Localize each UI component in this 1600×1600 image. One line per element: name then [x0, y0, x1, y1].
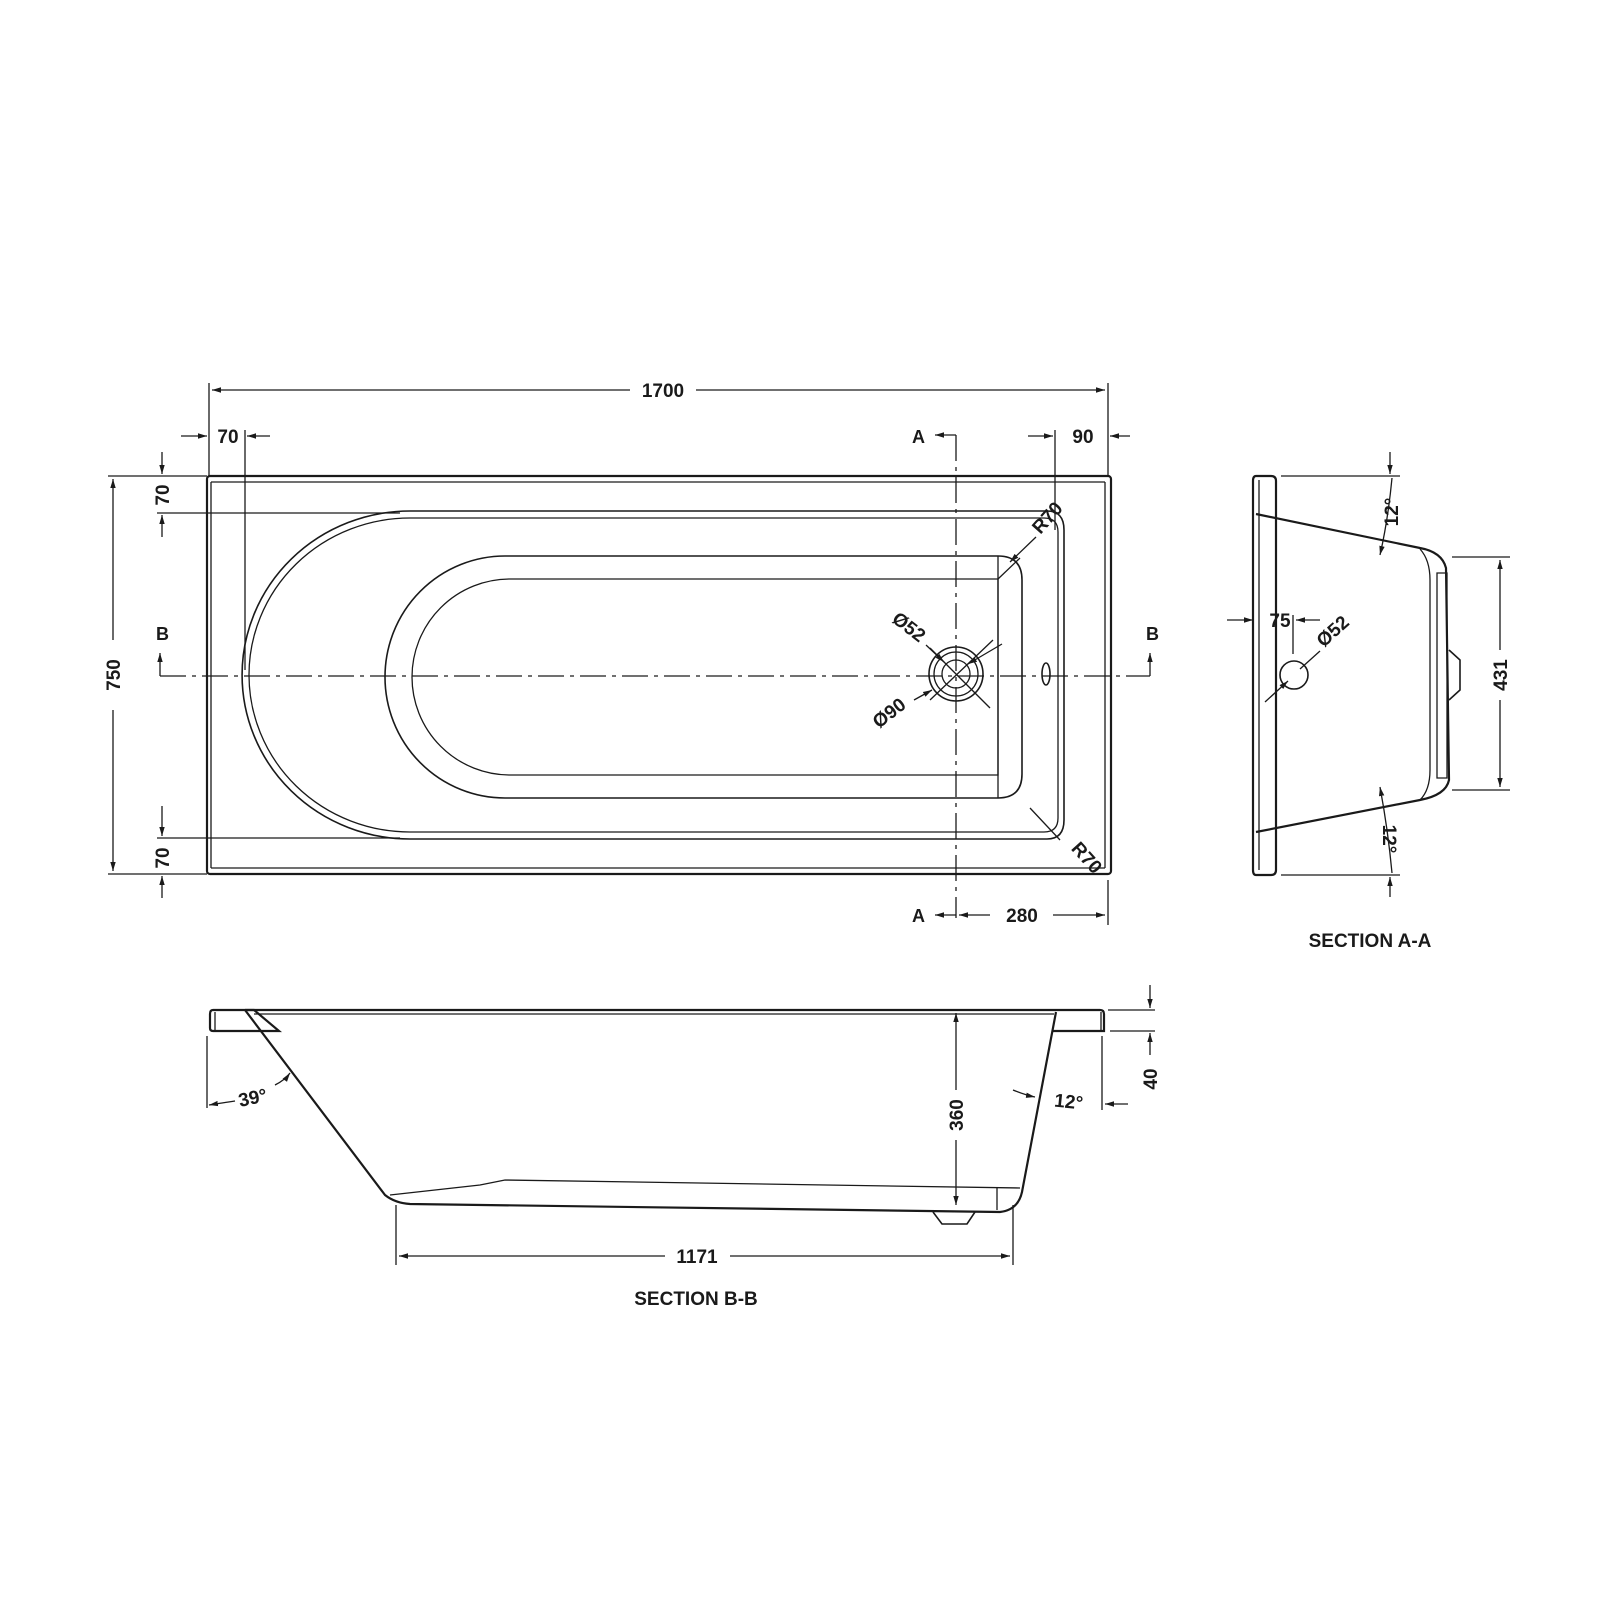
section-marker-b-right: B [1146, 624, 1159, 644]
dim-bb-end-angle: 39° [237, 1085, 269, 1112]
overflow-slot-icon [1041, 662, 1051, 686]
basin-outline [241, 510, 1065, 840]
overflow-hole-icon [1279, 660, 1309, 690]
dim-overflow-offset: 75 [1269, 611, 1291, 632]
dim-right-rim: 90 [1072, 427, 1093, 448]
section-marker-a-bottom: A [912, 906, 925, 926]
section-aa-rim [1251, 474, 1278, 877]
dim-overall-width: 750 [104, 659, 125, 691]
dim-overall-length: 1700 [642, 381, 684, 402]
section-bb-profile [244, 1009, 1058, 1214]
dim-aa-bottom-angle: 12° [1378, 825, 1399, 854]
plan-view: A A B B 1700 70 90 750 70 [104, 381, 1159, 927]
section-aa-title: SECTION A-A [1309, 931, 1432, 952]
section-marker-a-top: A [912, 427, 925, 447]
dim-aa-base-width: 431 [1491, 659, 1512, 691]
dim-aa-top-angle: 12° [1382, 498, 1403, 527]
dim-left-rim: 70 [217, 427, 238, 448]
dim-corner-radius-top: R70 [1028, 498, 1067, 538]
dim-corner-radius-bottom: R70 [1067, 838, 1106, 878]
dim-waste-inner-dia: Ø52 [888, 608, 929, 647]
section-aa-profile [1255, 512, 1451, 834]
dim-overflow-dia: Ø52 [1313, 612, 1354, 652]
waste-outlet-icon [928, 639, 994, 709]
dim-bottom-rim: 70 [153, 847, 174, 868]
section-a-a: Ø52 75 12° 12° 431 SECTION A-A [1227, 452, 1512, 952]
dim-bb-depth: 360 [947, 1099, 968, 1131]
section-bb-title: SECTION B-B [634, 1289, 758, 1310]
section-marker-b-left: B [156, 624, 169, 644]
dim-bb-base-length: 1171 [676, 1247, 718, 1268]
dim-top-rim: 70 [153, 484, 174, 505]
basin-floor [384, 555, 1023, 799]
dim-bb-rim-thickness: 40 [1141, 1068, 1162, 1089]
dim-bb-foot-angle: 12° [1053, 1091, 1084, 1115]
dim-waste-outer-dia: Ø90 [869, 694, 910, 733]
bath-outer-rim [205, 474, 1113, 876]
section-b-b: 39° 360 12° 40 1171 SECTION B-B [206, 985, 1162, 1310]
dim-waste-offset: 280 [1006, 906, 1038, 927]
